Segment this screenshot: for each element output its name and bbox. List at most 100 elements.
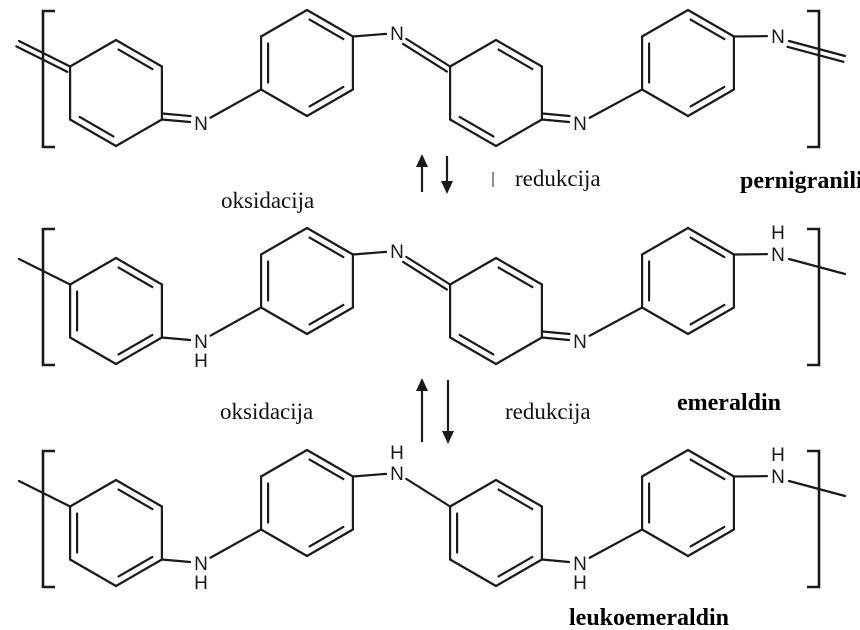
oxidation-label-2: oksidacija [220, 399, 313, 424]
ring-3 [449, 256, 543, 366]
amine-n: N [390, 464, 404, 485]
ring-bond [69, 558, 118, 588]
imine-double-bond [541, 112, 571, 118]
linker-bond [351, 250, 388, 256]
ring-bond [305, 528, 354, 558]
ring-double-bond [689, 85, 726, 108]
ring-double-bond [497, 555, 534, 578]
left-end-double [15, 45, 69, 73]
ring-double-bond [497, 488, 534, 511]
ring-bond [686, 8, 735, 38]
ring-1 [69, 478, 163, 588]
transition-2: oksidacija redukcija [220, 378, 591, 444]
ring-bond [641, 8, 690, 38]
ring-double-bond [497, 266, 534, 289]
state-name-pernigranilin: pernigranilin [740, 168, 860, 194]
ring-bond [686, 88, 735, 118]
ring-bond [449, 336, 498, 366]
ring-bond [305, 226, 354, 256]
terminal-amine-h: H [771, 223, 785, 244]
imine-double-bond [161, 112, 192, 118]
imine-double-bond [402, 42, 448, 73]
right-end-bond [787, 39, 847, 58]
ring-bond [69, 118, 118, 148]
ring-double-bond [497, 48, 534, 71]
ring-double-bond [689, 458, 726, 481]
linker-bond [209, 88, 263, 119]
ring-bond [494, 336, 543, 366]
terminal-amine-h: H [771, 445, 785, 466]
state-name-emeraldin: emeraldin [677, 390, 781, 416]
imine-n: N [390, 242, 404, 263]
linker-bond [209, 306, 263, 337]
ring-double-bond [308, 18, 345, 41]
ring-bond [305, 88, 354, 118]
ring-bond [69, 256, 118, 286]
right-bracket [807, 9, 821, 149]
ring-bond [260, 306, 309, 336]
ring-3 [449, 38, 543, 148]
ring-double-bond [117, 266, 154, 289]
ring-bond [260, 226, 309, 256]
amine-h: H [390, 443, 404, 464]
linker-bond [588, 88, 644, 119]
ring-double-bond [117, 48, 154, 71]
linker-bond [351, 472, 388, 478]
ring-bond [69, 38, 118, 68]
ring-bond [641, 88, 690, 118]
ring-bond [641, 226, 690, 256]
reduction-arrowhead-2 [442, 431, 454, 444]
right-bracket [807, 227, 821, 367]
ring-double-bond [689, 525, 726, 548]
linker-bond [160, 558, 192, 564]
ring-bond [494, 558, 543, 588]
ring-bond [114, 478, 163, 508]
linker-bond [351, 32, 388, 38]
ring-4 [641, 226, 735, 336]
linker-bond [588, 528, 644, 559]
left-bracket [41, 227, 55, 367]
ring-bond [686, 528, 735, 558]
ring-bond [305, 448, 354, 478]
ring-bond [260, 88, 309, 118]
ring-3 [449, 478, 543, 588]
ring-double-bond [308, 303, 345, 326]
left-bracket [41, 449, 55, 589]
ring-bond [305, 306, 354, 336]
ring-bond [494, 118, 543, 148]
linker-bond [405, 37, 452, 68]
linker-bond [405, 255, 452, 286]
ring-bond [114, 558, 163, 588]
state-names: pernigranilin emeraldin leukoemeraldin [569, 168, 860, 630]
ring-bond [114, 118, 163, 148]
ring-bond [449, 478, 498, 508]
terminal-amine-n: N [771, 245, 785, 266]
ring-bond [494, 256, 543, 286]
ring-bond [260, 8, 309, 38]
ring-4 [641, 448, 735, 558]
ring-double-bond [689, 236, 726, 259]
ring-bond [114, 336, 163, 366]
imine-n: N [194, 114, 208, 135]
left-end-bond [17, 479, 72, 508]
amine-h: H [573, 573, 587, 594]
terminal-imine-n: N [771, 27, 785, 48]
linker-bond [160, 118, 192, 124]
ring-double-bond [117, 555, 154, 578]
ring-bond [69, 478, 118, 508]
state-name-leukoemeraldin: leukoemeraldin [569, 605, 729, 630]
imine-double-bond [541, 330, 571, 336]
ring-bond [641, 528, 690, 558]
reduction-arrowhead-1 [441, 181, 453, 194]
imine-double-bond [402, 260, 448, 291]
ring-bond [260, 448, 309, 478]
ring-2 [260, 448, 354, 558]
right-end-bond [787, 257, 847, 276]
reduction-label-1: redukcija [515, 166, 601, 191]
ring-bond [449, 558, 498, 588]
ring-double-bond [308, 236, 345, 259]
ring-bond [449, 256, 498, 286]
